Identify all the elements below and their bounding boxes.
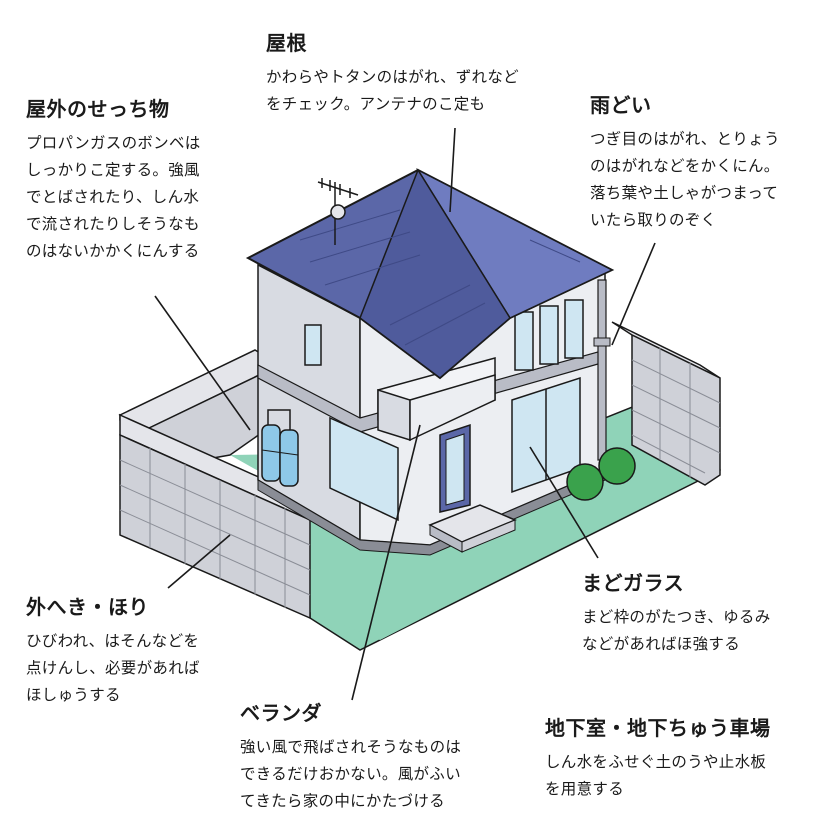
roof [245, 168, 615, 380]
callout-text: つぎ目のはがれ、とりょう [590, 130, 780, 148]
callout-text: のはがれなどをかくにん。 [590, 157, 780, 175]
callout-basement: 地下室・地下ちゅう車場 しん水をふせぐ土のうや止水板 を用意する [545, 715, 771, 803]
callout-roof: 屋根 かわらやトタンのはがれ、ずれなど をチェック。アンテナのこ定も [266, 30, 519, 118]
callout-text: 落ち葉や土しゃがつまって [590, 184, 779, 202]
callout-title: 雨どい [590, 93, 652, 117]
block-wall-front-left [119, 413, 311, 620]
callout-text: などがあればほ強する [582, 635, 741, 653]
callout-text: プロパンガスのボンベは [26, 134, 201, 152]
callout-text: 強い風で飛ばされそうなものは [240, 738, 462, 756]
callout-text: のはないかかくにんする [26, 242, 200, 260]
callout-text: で流されたりしそうなも [26, 215, 200, 233]
callout-title: 地下室・地下ちゅう車場 [545, 716, 771, 740]
callout-text: しん水をふせぐ土のうや止水板 [545, 753, 767, 771]
callout-title: 屋外のせっち物 [26, 97, 170, 121]
callout-text: をチェック。アンテナのこ定も [266, 95, 486, 113]
callout-gutter: 雨どい つぎ目のはがれ、とりょう のはがれなどをかくにん。 落ち葉や土しゃがつま… [590, 92, 780, 234]
callout-text: でとばされたり、しん水 [26, 188, 200, 206]
antenna [317, 178, 359, 245]
lower-window-left [329, 416, 399, 522]
callout-outer-wall: 外へき・ほり ひびわれ、はそんなどを 点けんし、必要があれば ほしゅうする [26, 594, 200, 709]
callout-title: まどガラス [582, 571, 685, 595]
veranda-balcony [377, 357, 496, 442]
callout-outdoor-fixtures: 屋外のせっち物 プロパンガスのボンベは しっかりこ定する。強風 でとばされたり、… [26, 96, 201, 265]
callout-veranda: ベランダ 強い風で飛ばされそうなものは できるだけおかない。風がふい てきたら家… [240, 700, 461, 815]
callout-text: ひびわれ、はそんなどを [26, 632, 200, 650]
callout-title: ベランダ [240, 701, 322, 725]
callout-title: 外へき・ほり [26, 595, 149, 619]
callout-text: いたら取りのぞく [590, 211, 717, 229]
garden-shrubs [566, 447, 636, 501]
leader-lines [154, 127, 656, 701]
callout-text: てきたら家の中にかたづける [240, 792, 445, 810]
callout-text: 点けんし、必要があれば [26, 659, 200, 677]
block-wall-right [611, 321, 721, 486]
callout-text: かわらやトタンのはがれ、ずれなど [266, 68, 519, 86]
callout-text: まど枠のがたつき、ゆるみ [582, 608, 771, 626]
house-small-window [304, 324, 322, 366]
callout-text: しっかりこ定する。強風 [26, 161, 200, 179]
callout-title: 屋根 [266, 31, 307, 55]
propane-cylinders [261, 409, 299, 487]
callout-text: できるだけおかない。風がふい [240, 765, 461, 783]
callout-window-glass: まどガラス まど枠のがたつき、ゆるみ などがあればほ強する [582, 570, 771, 658]
callout-text: ほしゅうする [26, 686, 121, 704]
upper-windows [514, 299, 584, 371]
callout-text: を用意する [545, 780, 625, 798]
